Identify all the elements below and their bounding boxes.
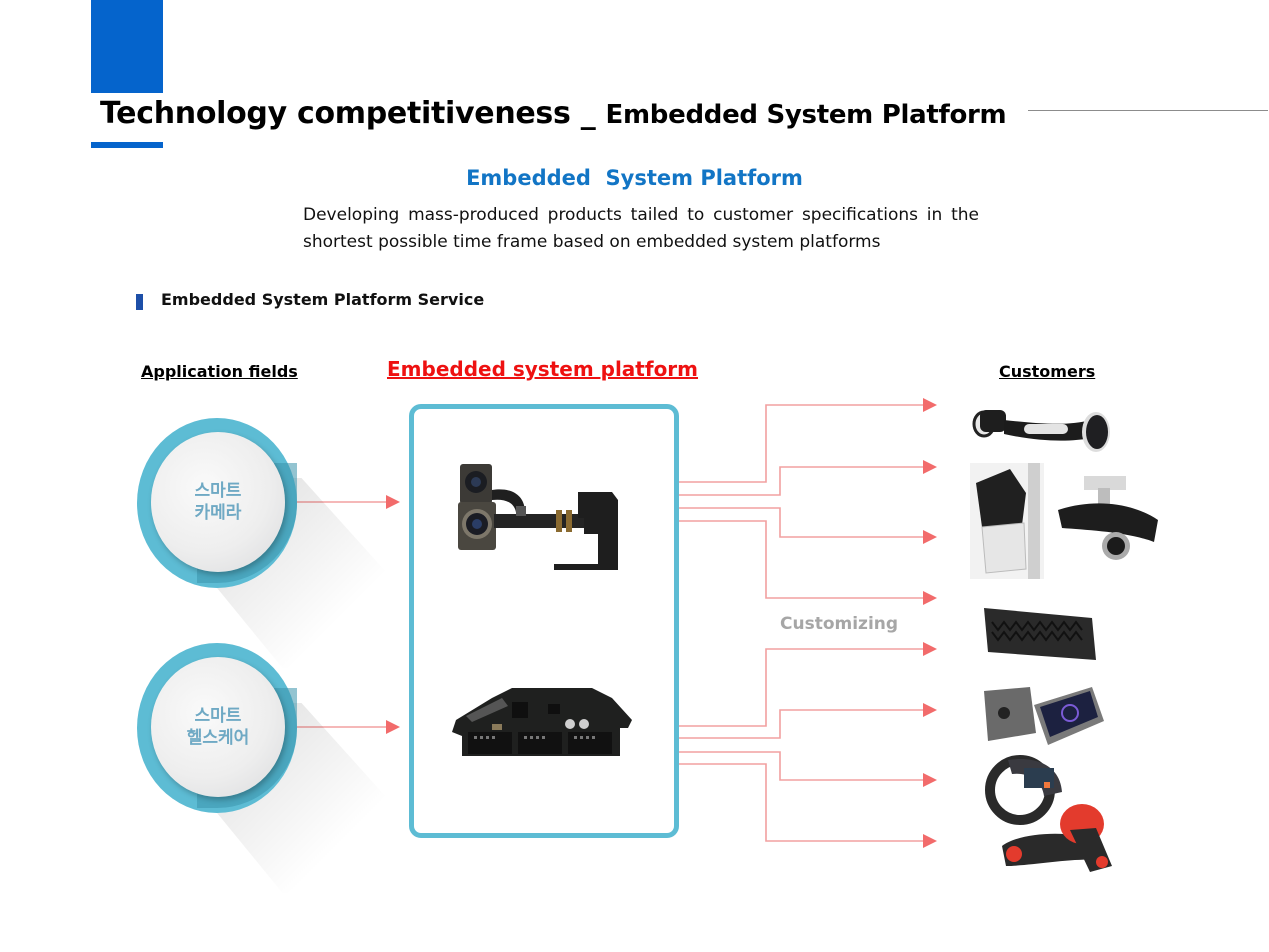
camera-module-board-icon [458, 464, 618, 570]
arrow-platform-to-customer-7 [676, 751, 937, 787]
application-field-line2: 헬스케어 [186, 728, 250, 748]
arrow-platform-to-customer-2 [676, 460, 937, 496]
application-field-line2: 카메라 [194, 503, 242, 523]
customizing-label: Customizing [780, 614, 899, 634]
pcb-controller-board-icon [452, 688, 632, 756]
dashcam-icon [1058, 476, 1158, 560]
vr-controller-icon [1002, 804, 1112, 872]
application-fields-label: Application fields [141, 362, 298, 381]
application-field-line1: 스마트 [194, 706, 242, 726]
arrow-platform-to-customer-5 [676, 642, 937, 727]
arrow-platform-to-customer-4 [676, 520, 937, 605]
application-field-smart-healthcare: 스마트 헬스케어 [137, 643, 387, 893]
customers-label: Customers [999, 362, 1096, 381]
intro-description: Developing mass-produced products tailed… [303, 205, 979, 252]
page-title: Technology competitiveness _ Embedded Sy… [100, 96, 1007, 131]
service-label: Embedded System Platform Service [161, 290, 485, 309]
page-title-main: Technology competitiveness _ [100, 96, 606, 131]
intro-heading: Embedded System Platform [466, 166, 803, 190]
health-monitor-devices-icon [984, 687, 1104, 745]
wall-camera-icon [970, 463, 1044, 579]
application-field-smart-camera: 스마트 카메라 [137, 418, 387, 668]
title-underline [91, 142, 163, 148]
handheld-gimbal-icon [972, 410, 1110, 452]
application-field-line1: 스마트 [194, 481, 242, 501]
arrow-platform-to-customer-3 [676, 507, 937, 544]
arrow-platform-to-customer-6 [676, 703, 937, 739]
smartwatch-icon [985, 755, 1062, 825]
arrow-platform-to-customer-8 [676, 763, 937, 848]
header-divider [1028, 110, 1268, 111]
platform-box [409, 404, 679, 838]
bluetooth-speaker-icon [984, 608, 1096, 660]
platform-label: Embedded system platform [387, 357, 699, 381]
service-bullet-marker [136, 294, 143, 310]
page-title-sub: Embedded System Platform [605, 100, 1007, 130]
circle-face: 스마트 헬스케어 [151, 657, 285, 797]
arrow-platform-to-customer-1 [676, 398, 937, 483]
header-accent-block [91, 0, 163, 93]
circle-face: 스마트 카메라 [151, 432, 285, 572]
